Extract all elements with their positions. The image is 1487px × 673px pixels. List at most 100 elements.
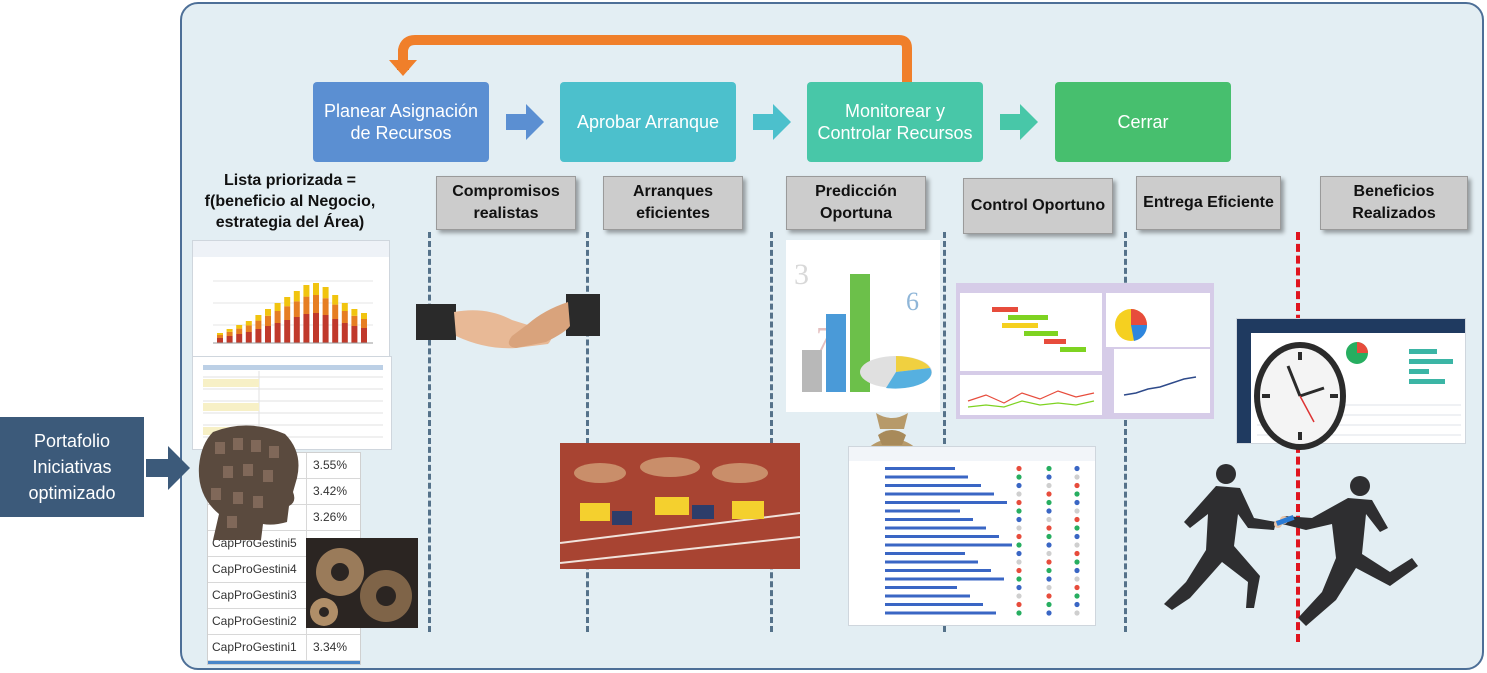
flow-arrow-1: [506, 104, 544, 140]
resource-bar-segment: [284, 306, 291, 320]
control-dashboard: [956, 283, 1214, 419]
resource-bar-segment: [245, 332, 252, 343]
project-list-line: [885, 577, 1004, 581]
relay-runners-image: [1164, 464, 1418, 626]
project-status-dot: [1046, 525, 1052, 531]
project-status-dot: [1046, 559, 1052, 565]
resource-bar-segment: [341, 311, 348, 323]
outcome-entrega: Entrega Eficiente: [1136, 176, 1281, 230]
project-status-dot: [1016, 601, 1022, 608]
project-status-dot: [1016, 508, 1022, 514]
resource-bar-segment: [332, 319, 339, 343]
resource-bar-segment: [293, 317, 300, 343]
race-start-image: [560, 443, 800, 569]
project-list-line: [885, 475, 968, 479]
project-list-line: [885, 611, 996, 615]
outcome-beneficios-text: Beneficios Realizados: [1352, 183, 1436, 222]
resource-bar-segment: [274, 311, 281, 323]
table-cell-name: CapProGestini3: [208, 583, 307, 608]
project-status-dot: [1016, 482, 1022, 489]
input-arrow: [146, 446, 190, 490]
resource-bar-segment: [293, 301, 300, 317]
portafolio-box: Portafolio Iniciativas optimizado: [0, 417, 144, 517]
table-cell-value: 3.34%: [313, 640, 348, 654]
resource-bar-segment: [265, 326, 271, 343]
resource-bar-segment: [313, 283, 319, 295]
resource-bar-segment: [274, 303, 281, 311]
project-status-dot: [1074, 482, 1080, 489]
table-cell-name: CapProGestini4: [208, 557, 307, 582]
project-list-line: [885, 467, 955, 470]
outcome-arranques-text: Arranques eficientes: [632, 183, 714, 222]
project-status-dot: [1016, 474, 1022, 480]
table-cell-name: [208, 505, 307, 530]
project-status-dot: [1046, 610, 1052, 616]
project-list-line: [885, 560, 978, 564]
resource-bar-segment: [332, 304, 339, 319]
resource-bar-segment: [361, 313, 367, 319]
project-list-line: [885, 535, 999, 538]
table-cell-name: [208, 479, 307, 504]
project-status-dot: [1074, 465, 1080, 472]
resource-bar-segment: [265, 309, 271, 316]
project-status-dot: [1046, 584, 1052, 591]
project-status-dot: [1046, 499, 1052, 506]
project-status-dot: [1074, 508, 1080, 514]
project-status-dot: [1046, 491, 1052, 497]
project-status-dot: [1074, 491, 1080, 497]
outcome-prediccion: Predicción Oportuna: [786, 176, 926, 230]
resource-bar-segment: [236, 328, 243, 334]
people-head-collage: [198, 425, 299, 540]
project-status-dot: [1016, 491, 1022, 497]
project-status-dot: [1016, 542, 1022, 548]
project-status-dot: [1016, 567, 1022, 574]
project-list-line: [885, 603, 983, 606]
resource-bar-segment: [303, 314, 310, 343]
resource-bar-segment: [255, 329, 262, 343]
outcome-arranques: Arranques eficientes: [603, 176, 743, 230]
project-status-dot: [1074, 567, 1080, 574]
project-list-line: [885, 552, 965, 555]
project-list-line: [885, 543, 1012, 547]
project-list-line: [885, 501, 1007, 504]
outcome-compromisos: Compromisos realistas: [436, 176, 576, 230]
separator-1: [428, 232, 431, 632]
project-status-dot: [1016, 516, 1022, 523]
outcome-compromisos-text: Compromisos realistas: [452, 183, 560, 222]
project-status-dot: [1046, 465, 1052, 472]
resource-bar-segment: [322, 315, 329, 343]
stage-monitorear-label: Monitorear y Controlar Recursos: [817, 101, 973, 143]
outcome-entrega-text: Entrega Eficiente: [1143, 194, 1274, 211]
resource-bar-segment: [322, 298, 329, 315]
resource-bar-segment: [341, 303, 348, 311]
project-status-dot: [1016, 465, 1022, 472]
resource-bar-segment: [217, 335, 223, 338]
resource-bar-segment: [351, 309, 358, 316]
table-cell-value: 3.26%: [313, 510, 348, 524]
project-status-dot: [1074, 542, 1080, 548]
project-status-dot: [1074, 610, 1080, 616]
stage-monitorear: Monitorear y Controlar Recursos: [807, 82, 983, 162]
clock-icon: [1254, 342, 1346, 450]
project-status-dot: [1046, 550, 1052, 557]
project-status-dot: [1046, 593, 1052, 599]
project-status-dot: [1074, 550, 1080, 557]
outcome-control: Control Oportuno: [963, 178, 1113, 234]
project-status-dot: [1016, 576, 1022, 582]
project-status-dot: [1046, 482, 1052, 489]
project-status-dot: [1074, 559, 1080, 565]
separator-5: [1124, 232, 1127, 632]
project-status-dot: [1016, 525, 1022, 531]
resource-bar-segment: [303, 285, 310, 297]
project-status-dot: [1046, 533, 1052, 540]
resource-chart-screenshot: [192, 240, 390, 360]
project-status-dot: [1016, 610, 1022, 616]
stage-aprobar: Aprobar Arranque: [560, 82, 736, 162]
loop-back-arrow: [389, 35, 912, 86]
project-status-dot: [1016, 593, 1022, 599]
resource-bar-segment: [226, 331, 233, 336]
project-status-dot: [1074, 593, 1080, 599]
project-list-line: [885, 484, 981, 487]
project-status-dot: [1046, 576, 1052, 582]
table-cell-value: 3.42%: [313, 484, 348, 498]
